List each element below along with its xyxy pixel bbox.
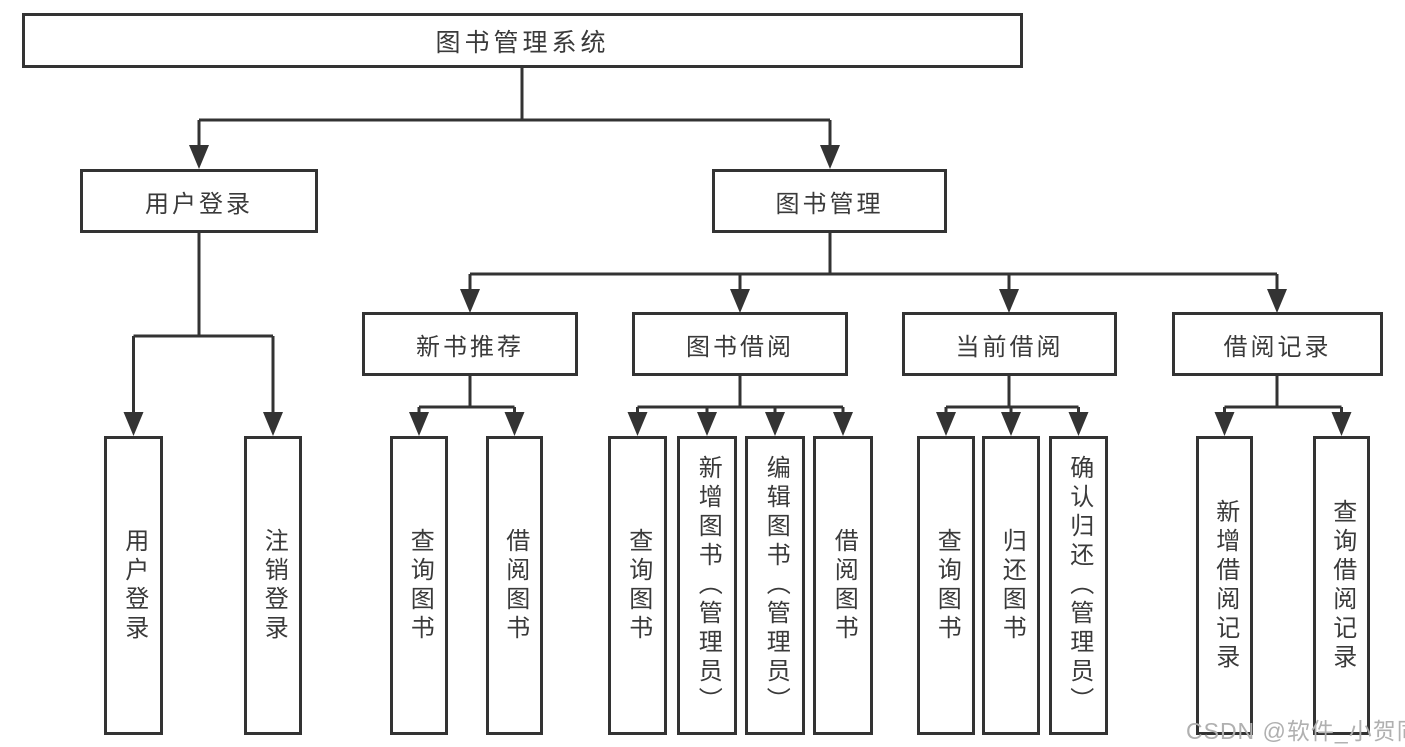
leaf-label: 注销登录	[260, 527, 288, 644]
leaf-label: 查询借阅记录	[1328, 498, 1356, 673]
leaf-user-login: 用户登录	[104, 436, 163, 735]
leaf-borrow-books: 借阅图书	[813, 436, 873, 735]
leaf-label: 查询图书	[933, 527, 961, 644]
arrowhead-icon	[460, 289, 480, 313]
leaf-label: 新增借阅记录	[1211, 498, 1239, 673]
arrowhead-icon	[627, 412, 648, 436]
leaf-confirm-return-admin: 确认归还（管理员）	[1049, 436, 1108, 735]
node-book-management: 图书管理	[712, 169, 947, 233]
leaf-label: 查询图书	[624, 527, 652, 644]
connector-line	[132, 233, 275, 414]
connector-line	[197, 68, 832, 148]
arrowhead-icon	[1267, 289, 1287, 313]
arrowhead-icon	[1068, 412, 1089, 436]
node-library-management-system: 图书管理系统	[22, 13, 1023, 68]
node-borrow-records: 借阅记录	[1172, 312, 1383, 376]
connector-line	[944, 376, 1080, 414]
leaf-query-books-recommend: 查询图书	[390, 436, 448, 735]
leaf-query-books-borrow: 查询图书	[608, 436, 667, 735]
leaf-borrow-books-recommend: 借阅图书	[486, 436, 543, 735]
connector-line	[636, 376, 845, 414]
arrowhead-icon	[999, 289, 1019, 313]
arrowhead-icon	[1001, 412, 1021, 436]
leaf-edit-books-admin: 编辑图书（管理员）	[745, 436, 805, 735]
arrowhead-icon	[263, 412, 283, 436]
connector-line	[468, 233, 1279, 291]
csdn-watermark: CSDN @软件_小贺同学	[1186, 718, 1405, 744]
arrowhead-icon	[936, 412, 956, 436]
leaf-query-books-current: 查询图书	[917, 436, 975, 735]
arrowhead-icon	[189, 145, 209, 169]
arrowhead-icon	[123, 412, 144, 436]
leaf-logout: 注销登录	[244, 436, 302, 735]
leaf-label: 借阅图书	[830, 527, 858, 644]
leaf-label: 确认归还（管理员）	[1065, 455, 1093, 716]
leaf-label: 新增图书（管理员）	[694, 455, 722, 716]
arrowhead-icon	[730, 289, 750, 313]
connector-line	[1223, 376, 1343, 414]
leaf-return-books: 归还图书	[982, 436, 1040, 735]
leaf-label: 编辑图书（管理员）	[762, 455, 790, 716]
leaf-label: 借阅图书	[501, 527, 529, 644]
leaf-add-borrow-record: 新增借阅记录	[1196, 436, 1253, 735]
arrowhead-icon	[1214, 412, 1235, 436]
node-user-login: 用户登录	[80, 169, 318, 233]
arrowhead-icon	[765, 412, 785, 436]
leaf-label: 用户登录	[120, 527, 148, 644]
arrowhead-icon	[697, 412, 717, 436]
arrowhead-icon	[833, 412, 853, 436]
leaf-label: 查询图书	[406, 527, 434, 644]
leaf-add-books-admin: 新增图书（管理员）	[677, 436, 737, 735]
arrowhead-icon	[1331, 412, 1352, 436]
connector-line	[417, 376, 516, 414]
arrowhead-icon	[820, 145, 840, 169]
arrowhead-icon	[504, 412, 525, 436]
node-new-book-recommend: 新书推荐	[362, 312, 578, 376]
arrowhead-icon	[409, 412, 429, 436]
node-current-borrow: 当前借阅	[902, 312, 1117, 376]
leaf-query-borrow-record: 查询借阅记录	[1313, 436, 1370, 735]
node-book-borrow: 图书借阅	[632, 312, 848, 376]
leaf-label: 归还图书	[998, 527, 1026, 644]
